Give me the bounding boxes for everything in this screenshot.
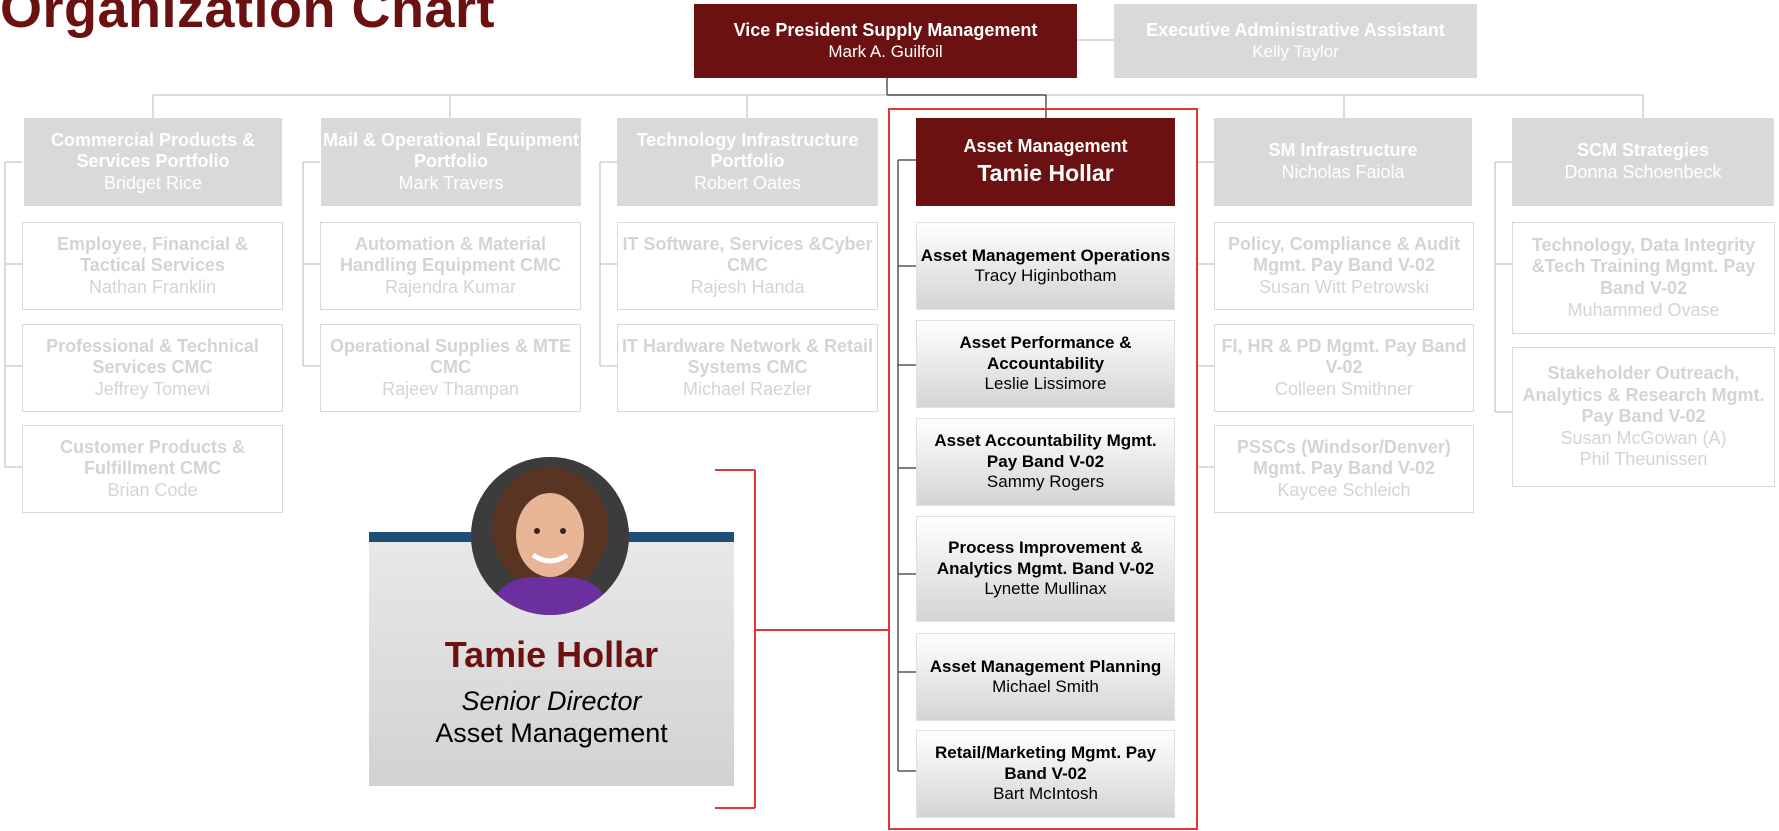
unit-lead: Michael Raezler: [682, 378, 813, 399]
unit-box: IT Hardware Network & Retail Systems CMC…: [617, 324, 878, 412]
portfolio-head: Technology Infrastructure Portfolio Robe…: [617, 118, 878, 206]
asset-management-highlight: [888, 108, 1198, 830]
profile-department: Asset Management: [435, 718, 668, 748]
portfolio-lead: Tamie Hollar: [977, 160, 1114, 186]
unit-box: Employee, Financial & Tactical Services …: [22, 222, 283, 310]
portfolio-head: SCM Strategies Donna Schoenbeck: [1512, 118, 1774, 206]
unit-lead: Susan Witt Petrowski: [1258, 276, 1430, 297]
unit-lead: Rajesh Handa: [690, 276, 805, 297]
unit-title: Process Improvement & Analytics Mgmt. Ba…: [936, 538, 1155, 578]
unit-title: FI, HR & PD Mgmt. Pay Band V-02: [1221, 335, 1467, 378]
assistant-title: Executive Administrative Assistant: [1146, 20, 1445, 40]
portfolio-title: Asset Management: [963, 136, 1128, 157]
profile-photo: [471, 457, 629, 615]
portfolio-lead: Donna Schoenbeck: [1564, 162, 1722, 182]
unit-lead: Rajendra Kumar: [384, 276, 517, 297]
portfolio-lead: Bridget Rice: [103, 172, 203, 193]
unit-title: Retail/Marketing Mgmt. Pay Band V-02: [934, 743, 1157, 783]
unit-lead: Sammy Rogers: [986, 472, 1105, 492]
unit-box: Technology, Data Integrity &Tech Trainin…: [1512, 222, 1775, 334]
unit-lead: Jeffrey Tomevi: [94, 378, 211, 399]
unit-lead: Kaycee Schleich: [1277, 479, 1411, 500]
unit-box: Policy, Compliance & Audit Mgmt. Pay Ban…: [1214, 222, 1474, 310]
vp-name: Mark A. Guilfoil: [828, 41, 943, 61]
portfolio-lead: Mark Travers: [398, 172, 504, 193]
unit-lead-secondary: Phil Theunissen: [1579, 449, 1708, 470]
unit-box: FI, HR & PD Mgmt. Pay Band V-02 Colleen …: [1214, 324, 1474, 412]
portfolio-title: Technology Infrastructure Portfolio: [636, 129, 859, 172]
portfolio-lead: Nicholas Faiola: [1281, 162, 1405, 182]
unit-box: Professional & Technical Services CMC Je…: [22, 324, 283, 412]
portfolio-lead: Robert Oates: [693, 172, 802, 193]
asset-unit-box: Retail/Marketing Mgmt. Pay Band V-02 Bar…: [916, 730, 1175, 818]
unit-box: Stakeholder Outreach, Analytics & Resear…: [1512, 347, 1775, 487]
unit-lead: Rajeev Thampan: [382, 378, 519, 399]
person-avatar-icon: [471, 457, 629, 615]
unit-lead: Brian Code: [107, 479, 198, 500]
unit-title: Asset Accountability Mgmt. Pay Band V-02: [934, 431, 1157, 471]
profile-name: Tamie Hollar: [444, 634, 659, 675]
asset-unit-box: Asset Management Operations Tracy Higinb…: [916, 222, 1175, 310]
unit-lead: Bart McIntosh: [993, 784, 1098, 804]
unit-title: IT Hardware Network & Retail Systems CMC: [621, 335, 874, 378]
unit-title: Policy, Compliance & Audit Mgmt. Pay Ban…: [1227, 233, 1461, 276]
portfolio-title: SM Infrastructure: [1268, 140, 1418, 161]
unit-lead: Lynette Mullinax: [984, 579, 1107, 599]
unit-box: Customer Products & Fulfillment CMC Bria…: [22, 425, 283, 513]
unit-title: Customer Products & Fulfillment CMC: [59, 436, 246, 479]
portfolio-head: Mail & Operational Equipment Portfolio M…: [321, 118, 581, 206]
assistant-box: Executive Administrative Assistant Kelly…: [1114, 4, 1477, 78]
assistant-name: Kelly Taylor: [1252, 41, 1339, 61]
unit-title: PSSCs (Windsor/Denver) Mgmt. Pay Band V-…: [1237, 436, 1451, 479]
vp-box: Vice President Supply Management Mark A.…: [694, 4, 1077, 78]
unit-title: Automation & Material Handling Equipment…: [340, 233, 561, 276]
unit-lead: Colleen Smithner: [1274, 378, 1414, 399]
asset-unit-box: Asset Management Planning Michael Smith: [916, 633, 1175, 721]
unit-title: Stakeholder Outreach, Analytics & Resear…: [1522, 363, 1765, 427]
unit-box: Automation & Material Handling Equipment…: [320, 222, 581, 310]
asset-unit-box: Asset Performance & Accountability Lesli…: [916, 320, 1175, 408]
unit-lead: Nathan Franklin: [88, 276, 217, 297]
portfolio-head: SM Infrastructure Nicholas Faiola: [1214, 118, 1472, 206]
asset-unit-box: Process Improvement & Analytics Mgmt. Ba…: [916, 516, 1175, 622]
unit-lead: Susan McGowan (A): [1560, 427, 1727, 448]
portfolio-head: Commercial Products & Services Portfolio…: [24, 118, 282, 206]
vp-title: Vice President Supply Management: [733, 20, 1038, 40]
unit-title: Asset Management Operations: [920, 245, 1171, 265]
unit-box: Operational Supplies & MTE CMC Rajeev Th…: [320, 324, 581, 412]
asset-management-head: Asset Management Tamie Hollar: [916, 118, 1175, 206]
portfolio-title: Mail & Operational Equipment Portfolio: [322, 129, 580, 172]
unit-box: IT Software, Services &Cyber CMC Rajesh …: [617, 222, 878, 310]
unit-lead: Michael Smith: [992, 677, 1099, 696]
unit-lead: Muhammed Ovase: [1567, 299, 1720, 320]
asset-unit-box: Asset Accountability Mgmt. Pay Band V-02…: [916, 418, 1175, 506]
unit-title: Asset Management Planning: [929, 656, 1162, 676]
unit-lead: Leslie Lissimore: [984, 374, 1107, 394]
page-title: Organization Chart: [0, 0, 496, 39]
unit-box: PSSCs (Windsor/Denver) Mgmt. Pay Band V-…: [1214, 425, 1474, 513]
unit-title: IT Software, Services &Cyber CMC: [622, 233, 873, 276]
unit-title: Operational Supplies & MTE CMC: [329, 335, 572, 378]
portfolio-title: Commercial Products & Services Portfolio: [50, 129, 256, 172]
unit-lead: Tracy Higinbotham: [974, 266, 1117, 285]
unit-title: Professional & Technical Services CMC: [46, 335, 259, 378]
unit-title: Technology, Data Integrity &Tech Trainin…: [1531, 234, 1756, 298]
unit-title: Asset Performance & Accountability: [959, 333, 1132, 373]
portfolio-title: SCM Strategies: [1576, 140, 1710, 161]
unit-title: Employee, Financial & Tactical Services: [56, 233, 249, 276]
profile-role: Senior Director: [461, 686, 642, 716]
